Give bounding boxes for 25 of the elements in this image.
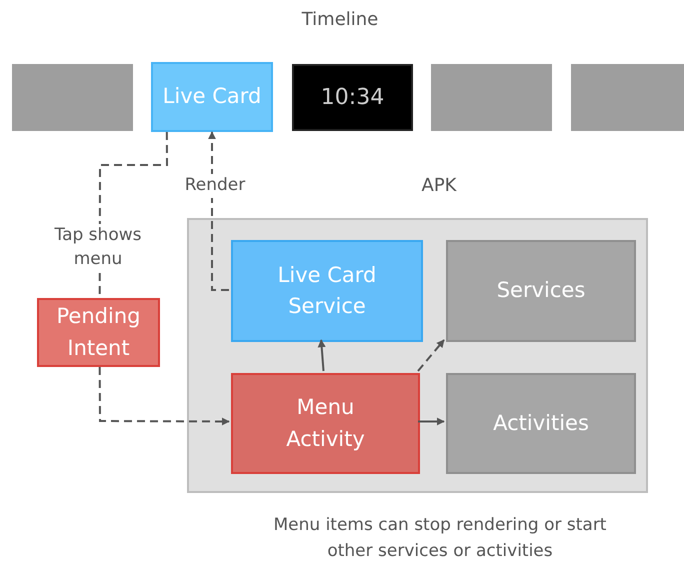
arrow bbox=[418, 418, 445, 426]
diagram-title: Timeline bbox=[300, 9, 380, 30]
box-label: Pending Intent bbox=[56, 303, 142, 362]
process-box bbox=[231, 240, 423, 342]
arrow bbox=[98, 367, 230, 426]
timeline-card bbox=[571, 64, 684, 131]
arrow bbox=[318, 339, 326, 372]
process-box bbox=[446, 240, 636, 342]
caption-text: Menu items can stop rendering or start other services or activities bbox=[272, 514, 608, 564]
arrow bbox=[417, 339, 445, 372]
timeline-card bbox=[12, 64, 133, 131]
group-heading: APK bbox=[420, 175, 458, 196]
timeline-card bbox=[431, 64, 552, 131]
timeline-card bbox=[151, 62, 273, 132]
box-label: Live Card Service bbox=[276, 262, 378, 320]
box-label: Live Card bbox=[162, 83, 262, 110]
clock-time: 10:34 bbox=[320, 84, 384, 112]
arrow bbox=[208, 131, 229, 292]
box-label: Activities bbox=[493, 410, 589, 437]
process-box bbox=[37, 298, 160, 367]
screen-card bbox=[292, 64, 413, 131]
process-box bbox=[231, 373, 420, 474]
box-label: Menu Activity bbox=[285, 394, 366, 452]
box-label: Services bbox=[496, 277, 586, 304]
process-box bbox=[446, 373, 636, 474]
